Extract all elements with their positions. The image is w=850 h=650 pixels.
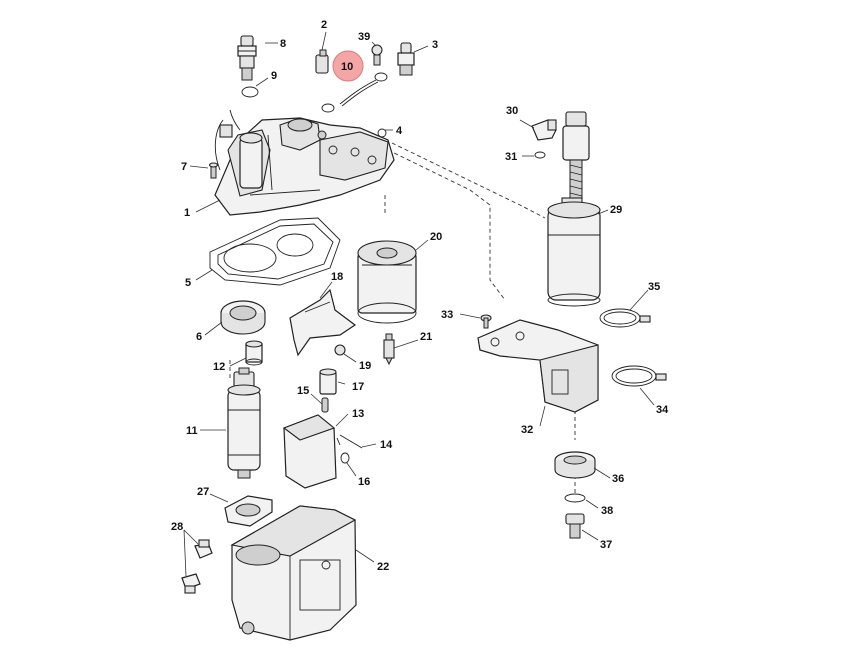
callout-6: 6 <box>196 331 202 343</box>
callout-4: 4 <box>396 125 403 137</box>
part-34-clamp <box>611 365 667 387</box>
callout-14: 14 <box>380 439 393 451</box>
part-22-housing <box>230 505 357 641</box>
part-20-filter <box>357 240 417 324</box>
callout-16: 16 <box>358 476 370 488</box>
part-27-seal <box>224 495 273 527</box>
callout-8: 8 <box>280 38 286 50</box>
callout-36: 36 <box>612 473 624 485</box>
part-17-valve <box>319 368 337 395</box>
callout-21: 21 <box>420 331 432 343</box>
part-10-ground-wire <box>321 72 388 113</box>
part-18-bracket <box>289 288 357 357</box>
part-9-o-ring <box>241 86 259 98</box>
part-14-clip <box>336 434 363 449</box>
part-15-pin <box>321 397 329 413</box>
part-21-sensor <box>383 333 395 366</box>
highlight-marker[interactable] <box>332 50 364 82</box>
callout-1: 1 <box>184 207 190 219</box>
part-11-fuel-pump <box>227 367 261 479</box>
callout-22: 22 <box>377 561 389 573</box>
part-7-screw <box>208 162 219 179</box>
part-8-fitting <box>237 35 257 81</box>
part-16-grommet <box>340 452 350 464</box>
leader-lines <box>183 31 655 577</box>
callout-33: 33 <box>441 309 453 321</box>
part-30-elbow <box>531 119 557 141</box>
part-38-o-ring <box>564 493 586 503</box>
callout-30: 30 <box>506 105 518 117</box>
part-37-fitting <box>565 513 585 539</box>
part-5-gasket <box>209 217 341 286</box>
part-28-fittings <box>181 539 213 594</box>
part-2-connector <box>315 49 329 74</box>
assembly-line-cover-to-pump <box>391 142 546 219</box>
part-33-screw <box>480 314 492 329</box>
callout-7: 7 <box>181 161 187 173</box>
callout-5: 5 <box>185 277 191 289</box>
callout-3: 3 <box>432 39 438 51</box>
callout-32: 32 <box>521 424 533 436</box>
callout-35: 35 <box>648 281 660 293</box>
part-13-cover <box>282 414 337 489</box>
callout-31: 31 <box>505 151 517 163</box>
callout-10[interactable]: 10 <box>341 61 353 73</box>
callout-12: 12 <box>213 361 225 373</box>
part-32-pump-bracket <box>477 319 599 413</box>
part-29-fuel-pump <box>547 111 601 307</box>
callout-19: 19 <box>359 360 371 372</box>
callout-20: 20 <box>430 231 442 243</box>
part-3-fitting <box>397 42 415 76</box>
part-39-screw <box>371 44 383 66</box>
callout-13: 13 <box>352 408 364 420</box>
callout-17: 17 <box>352 381 364 393</box>
part-4-plug <box>377 128 387 138</box>
callout-27: 27 <box>197 486 209 498</box>
callout-labels: 1 2 3 4 5 6 7 8 9 10 11 12 13 14 15 16 1… <box>171 19 669 573</box>
part-31-o-ring <box>534 151 546 159</box>
callout-39: 39 <box>358 31 370 43</box>
part-36-seal <box>554 451 596 479</box>
callout-11: 11 <box>186 425 198 437</box>
callout-38: 38 <box>601 505 613 517</box>
part-6-seal <box>220 300 266 335</box>
callout-18: 18 <box>331 271 343 283</box>
part-35-clamp <box>599 308 651 328</box>
callout-29: 29 <box>610 204 622 216</box>
callout-28: 28 <box>171 521 183 533</box>
part-19-nut <box>334 344 346 356</box>
callout-37: 37 <box>600 539 612 551</box>
callout-9: 9 <box>271 70 277 82</box>
part-1-fuel-cover <box>214 109 395 216</box>
callout-2: 2 <box>321 19 327 31</box>
part-12-sleeve <box>245 340 263 366</box>
callout-15: 15 <box>297 385 309 397</box>
callout-34: 34 <box>656 404 669 416</box>
assembly-line-cover-to-bracket <box>387 149 506 301</box>
